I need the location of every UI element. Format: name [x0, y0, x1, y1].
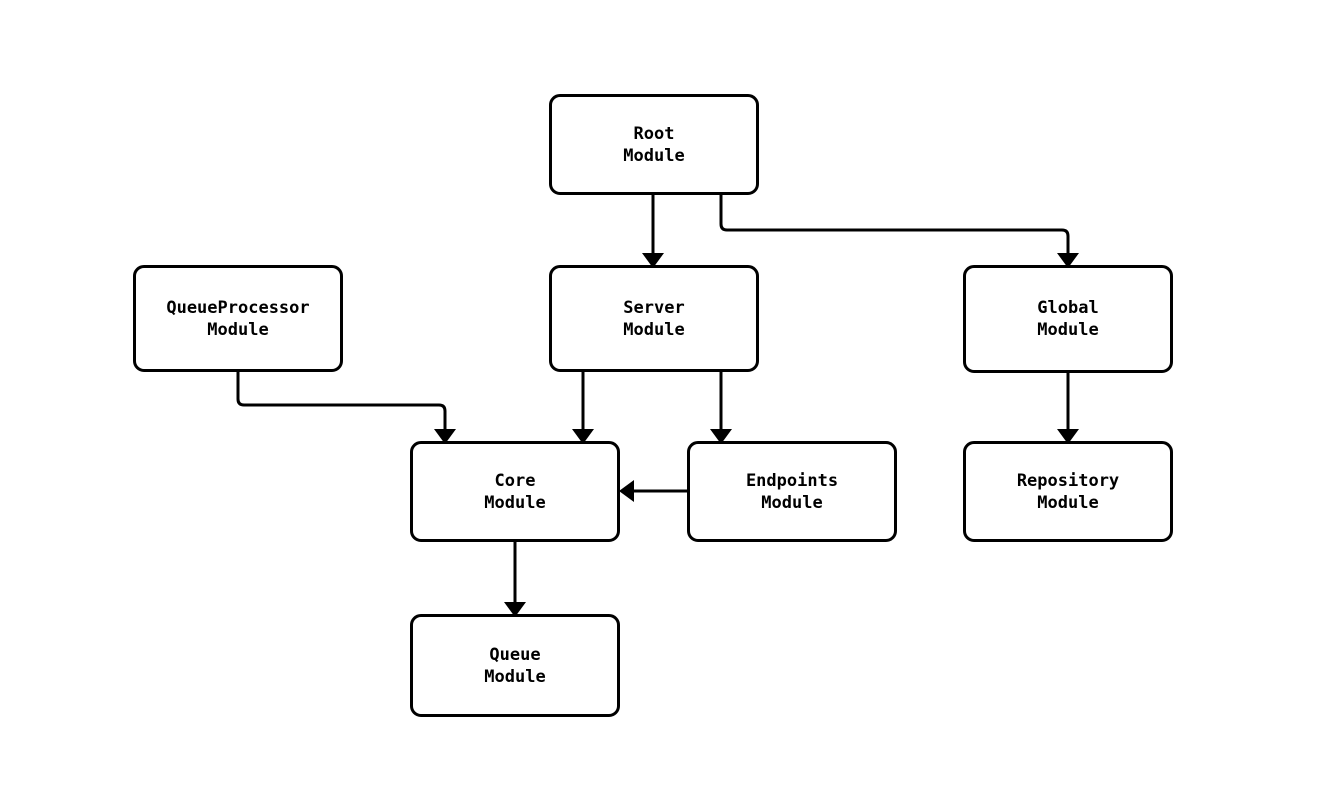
node-label-line2: Module — [484, 492, 546, 513]
arrowhead-server-core — [572, 429, 594, 444]
node-repository-module[interactable]: Repository Module — [963, 441, 1173, 542]
node-server-module[interactable]: Server Module — [549, 265, 759, 372]
node-root-module[interactable]: Root Module — [549, 94, 759, 195]
node-label-line2: Module — [623, 319, 685, 340]
node-label-line1: Repository — [1016, 470, 1120, 491]
node-label-line2: Module — [207, 319, 269, 340]
node-core-module[interactable]: Core Module — [410, 441, 620, 542]
node-global-module[interactable]: Global Module — [963, 265, 1173, 373]
node-label-line2: Module — [1037, 320, 1099, 340]
node-label-line1: Root — [633, 123, 675, 144]
node-label-line2: Module — [623, 145, 685, 166]
node-label-line1: Core — [494, 470, 536, 491]
edge-queueprocessor-core — [236, 372, 447, 429]
node-label-line2: Module — [761, 492, 823, 513]
node-label-line2: Module — [1037, 492, 1099, 513]
arrowhead-core-queue — [504, 602, 526, 617]
arrowhead-root-global — [1057, 253, 1079, 268]
arrowhead-root-server — [642, 253, 664, 268]
node-queue-module[interactable]: Queue Module — [410, 614, 620, 717]
node-label-line1: QueueProcessor — [166, 297, 310, 318]
node-endpoints-module[interactable]: Endpoints Module — [687, 441, 897, 542]
arrowhead-global-repository — [1057, 429, 1079, 444]
node-label-line2: Module — [484, 666, 546, 687]
node-label-line1: Endpoints — [745, 470, 839, 491]
node-label-line1: Global — [1037, 298, 1099, 318]
arrowhead-server-endpoints — [710, 429, 732, 444]
node-label-line1: Server — [623, 297, 685, 318]
node-queueprocessor-module[interactable]: QueueProcessor Module — [133, 265, 343, 372]
arrowhead-endpoints-core — [619, 480, 634, 502]
arrowhead-queueprocessor-core — [434, 429, 456, 444]
edge-root-global — [719, 195, 1070, 253]
node-label-line1: Queue — [489, 644, 541, 665]
